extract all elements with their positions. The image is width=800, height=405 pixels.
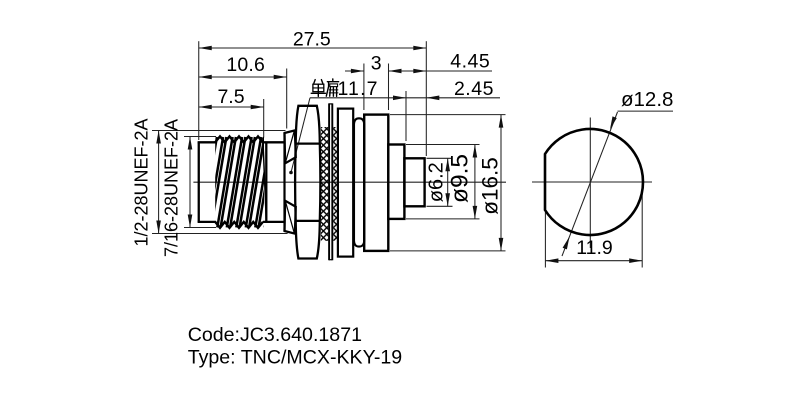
- svg-text:Type: TNC/MCX-KKY-19: Type: TNC/MCX-KKY-19: [188, 347, 403, 369]
- svg-text:3: 3: [371, 53, 382, 75]
- svg-text:2.45: 2.45: [454, 78, 494, 100]
- svg-text:ø9.5: ø9.5: [447, 154, 474, 203]
- svg-text:ø16.5: ø16.5: [478, 157, 503, 215]
- svg-text:27.5: 27.5: [293, 28, 331, 50]
- svg-text:4.45: 4.45: [450, 50, 490, 72]
- svg-text:11.9: 11.9: [576, 237, 613, 259]
- svg-text:ø12.8: ø12.8: [621, 88, 673, 111]
- svg-text:ø6.2: ø6.2: [425, 162, 447, 202]
- svg-text:11.7: 11.7: [338, 78, 378, 100]
- svg-text:10.6: 10.6: [226, 54, 265, 76]
- svg-text:1/2-28UNEF-2A: 1/2-28UNEF-2A: [132, 118, 152, 246]
- svg-text:7.5: 7.5: [217, 86, 244, 108]
- svg-text:Code:JC3.640.1871: Code:JC3.640.1871: [188, 324, 362, 346]
- svg-text:7/16-28UNEF-2A: 7/16-28UNEF-2A: [162, 119, 182, 257]
